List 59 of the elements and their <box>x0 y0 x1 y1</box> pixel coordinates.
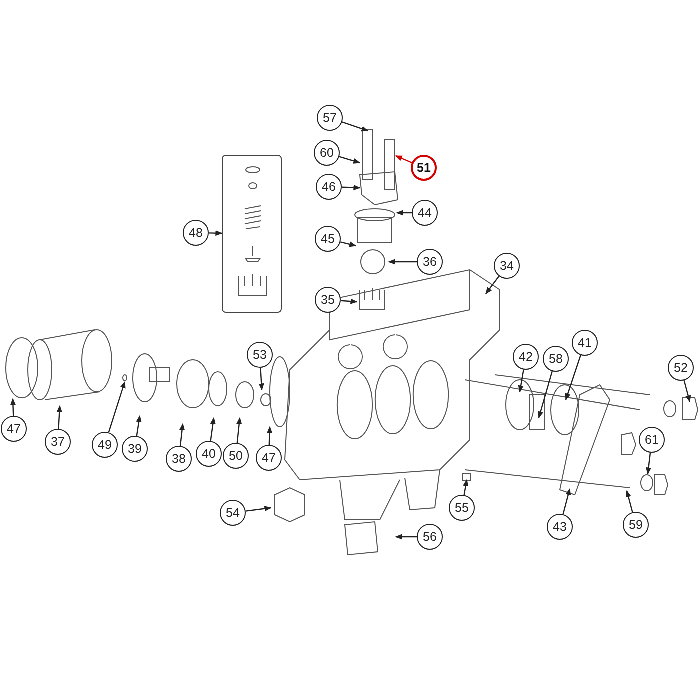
callout-number: 42 <box>513 344 539 370</box>
leader-line <box>395 155 412 164</box>
inset-panel <box>222 155 282 313</box>
callout-number: 48 <box>183 220 209 246</box>
callout-number: 47 <box>256 445 282 471</box>
callout-number: 39 <box>122 436 148 462</box>
leader-line <box>684 380 692 403</box>
leader-line <box>538 371 553 419</box>
callout-number: 45 <box>315 226 341 252</box>
callout-number: 37 <box>45 429 71 455</box>
leader-line <box>626 490 634 513</box>
leader-line <box>136 415 142 436</box>
callout-number: 47 <box>1 416 27 442</box>
leader-line <box>518 370 524 393</box>
callout-number: 38 <box>166 446 192 472</box>
leader-line <box>340 298 358 304</box>
callout-number: 41 <box>572 330 598 356</box>
callout-number: 54 <box>220 500 246 526</box>
callout-number: 53 <box>247 342 273 368</box>
leader-line <box>396 210 412 216</box>
callout-number: 52 <box>668 355 694 381</box>
leader-line <box>108 381 126 433</box>
callout-number: 34 <box>494 253 520 279</box>
callout-number: 35 <box>315 287 341 313</box>
callout-number: 36 <box>417 249 443 275</box>
callout-number: 51 <box>411 155 437 181</box>
callout-number: 49 <box>92 432 118 458</box>
leader-line <box>208 230 223 236</box>
callout-number: 44 <box>412 200 438 226</box>
leader-line <box>463 479 469 496</box>
callout-number: 43 <box>547 514 573 540</box>
callout-number: 57 <box>317 105 343 131</box>
callout-number: 58 <box>543 346 569 372</box>
leader-line <box>246 506 272 512</box>
callout-number: 40 <box>196 441 222 467</box>
callout-number: 50 <box>223 443 249 469</box>
leader-line <box>180 423 186 446</box>
leader-line <box>486 276 500 295</box>
leader-line <box>565 355 582 401</box>
callout-number: 60 <box>314 140 340 166</box>
leader-line <box>340 242 357 248</box>
leader-line <box>267 426 273 446</box>
callout-number: 59 <box>623 512 649 538</box>
leader-line <box>342 122 369 132</box>
leader-line <box>236 417 242 444</box>
leader-line <box>388 259 417 265</box>
callout-number: 55 <box>449 495 475 521</box>
leader-line <box>395 534 417 540</box>
leader-line <box>56 405 62 430</box>
callout-number: 61 <box>639 427 665 453</box>
leader-line <box>646 452 652 475</box>
leader-line <box>10 398 16 416</box>
leader-line <box>342 185 361 191</box>
leader-line <box>562 488 572 515</box>
callout-number: 56 <box>417 524 443 550</box>
leader-line <box>339 156 361 164</box>
callout-number: 46 <box>316 174 342 200</box>
leader-line <box>210 417 216 442</box>
leader-line <box>258 368 264 391</box>
